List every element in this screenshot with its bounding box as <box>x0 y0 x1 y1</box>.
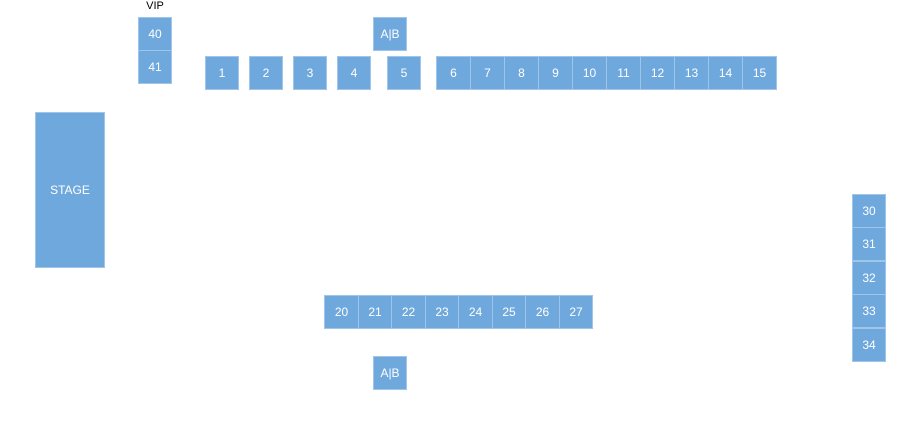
table-3[interactable]: 3 <box>293 56 327 90</box>
table-40[interactable]: 40 <box>138 17 172 51</box>
table-15[interactable]: 15 <box>742 56 777 90</box>
table-13[interactable]: 13 <box>674 56 709 90</box>
table-4[interactable]: 4 <box>337 56 371 90</box>
table-7[interactable]: 7 <box>470 56 505 90</box>
table-30[interactable]: 30 <box>852 194 886 228</box>
table-14[interactable]: 14 <box>708 56 743 90</box>
table-10[interactable]: 10 <box>572 56 607 90</box>
table-32[interactable]: 32 <box>852 261 886 295</box>
table-25[interactable]: 25 <box>492 295 526 329</box>
table-8[interactable]: 8 <box>504 56 539 90</box>
table-12[interactable]: 12 <box>640 56 675 90</box>
table-9[interactable]: 9 <box>538 56 573 90</box>
table-27[interactable]: 27 <box>559 295 593 329</box>
table-22[interactable]: 22 <box>391 295 426 329</box>
table-33[interactable]: 33 <box>852 294 886 328</box>
table-ab-bottom[interactable]: A|B <box>373 356 407 390</box>
table-6[interactable]: 6 <box>436 56 471 90</box>
table-34[interactable]: 34 <box>852 328 886 362</box>
table-ab-top[interactable]: A|B <box>373 17 407 51</box>
stage: STAGE <box>35 112 105 268</box>
table-2[interactable]: 2 <box>249 56 283 90</box>
table-20[interactable]: 20 <box>324 295 359 329</box>
table-21[interactable]: 21 <box>358 295 392 329</box>
table-24[interactable]: 24 <box>458 295 493 329</box>
table-23[interactable]: 23 <box>425 295 459 329</box>
table-1[interactable]: 1 <box>205 56 239 90</box>
table-5[interactable]: 5 <box>387 56 421 90</box>
table-11[interactable]: 11 <box>606 56 641 90</box>
table-26[interactable]: 26 <box>525 295 560 329</box>
table-41[interactable]: 41 <box>138 50 172 84</box>
table-31[interactable]: 31 <box>852 227 886 261</box>
vip-label: VIP <box>146 0 164 12</box>
